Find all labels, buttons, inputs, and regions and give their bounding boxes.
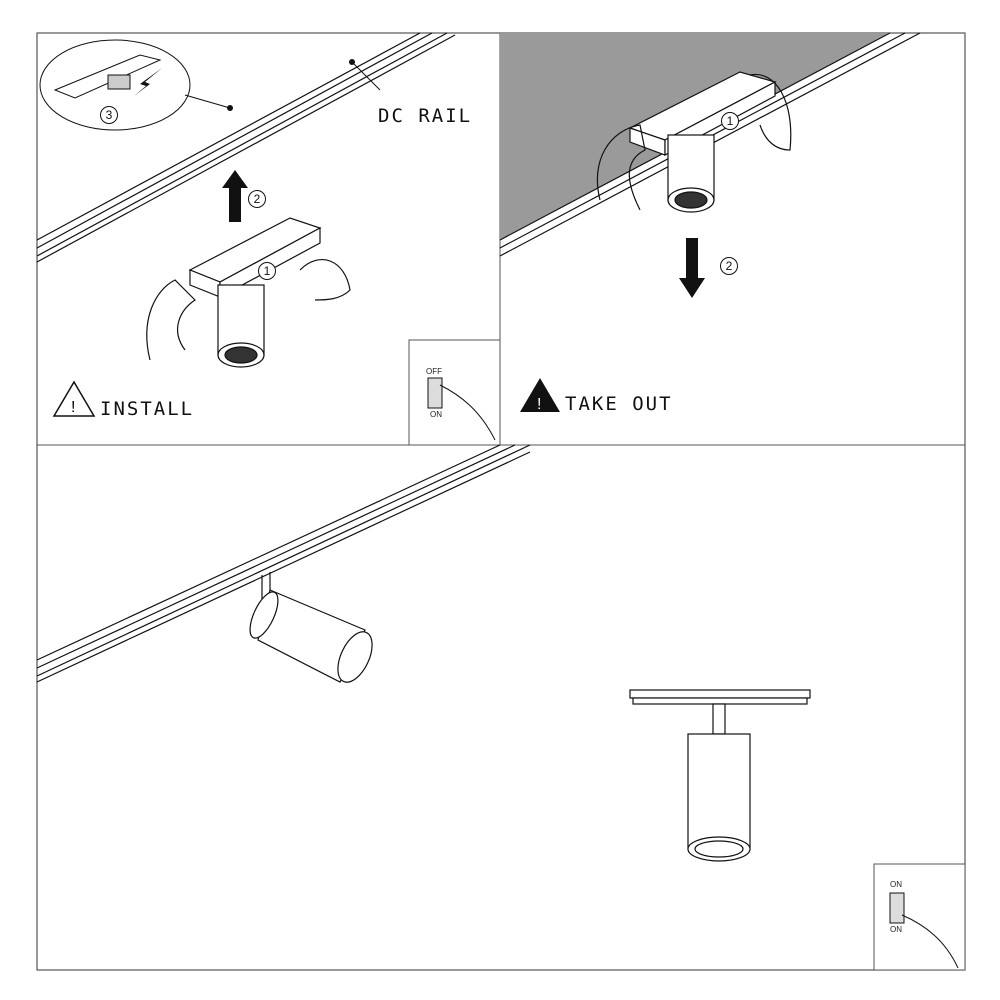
rocker-switch-icon	[427, 377, 443, 409]
switch-on-label: ON	[430, 410, 442, 419]
rail-leader-line	[351, 61, 381, 91]
adapter-detail	[53, 54, 162, 99]
rail-leader-dot	[349, 59, 355, 65]
warning-exclamation: !	[537, 396, 541, 413]
warning-outline-icon	[52, 380, 96, 417]
step-2-marker: 2	[248, 190, 266, 208]
warning-exclamation: !	[71, 399, 75, 416]
spotlight-tilted	[249, 572, 373, 683]
hands-install	[146, 259, 351, 361]
takeout-step-1-marker: 1	[721, 112, 739, 130]
spotlight-install	[217, 284, 265, 368]
step-1-marker: 1	[258, 262, 276, 280]
dc-rail-install	[36, 32, 456, 263]
detail-leader-dot	[227, 105, 233, 111]
rocker-switch-icon	[889, 892, 905, 924]
switch-box-on	[873, 863, 966, 971]
arrow-up-icon	[222, 170, 248, 222]
dc-rail-installed	[36, 444, 531, 683]
hands-takeout	[596, 73, 792, 211]
switch-box-off	[408, 339, 501, 446]
spotlight-takeout	[667, 134, 715, 213]
takeout-step-2-marker: 2	[720, 257, 738, 275]
finger-icon	[901, 914, 959, 969]
dc-rail-label: DC RAIL	[378, 105, 473, 127]
switch-bottom-label: ON	[890, 925, 902, 934]
detail-leader-line	[184, 94, 231, 109]
arrow-down-icon	[679, 238, 705, 298]
install-label: INSTALL	[100, 398, 195, 420]
warning-filled-icon	[520, 378, 560, 412]
switch-off-label: OFF	[426, 367, 442, 376]
take-out-label: TAKE OUT	[565, 393, 673, 415]
spotlight-with-adapter	[629, 689, 811, 862]
switch-top-label: ON	[890, 880, 902, 889]
finger-icon	[439, 384, 496, 441]
step-3-marker: 3	[100, 106, 118, 124]
